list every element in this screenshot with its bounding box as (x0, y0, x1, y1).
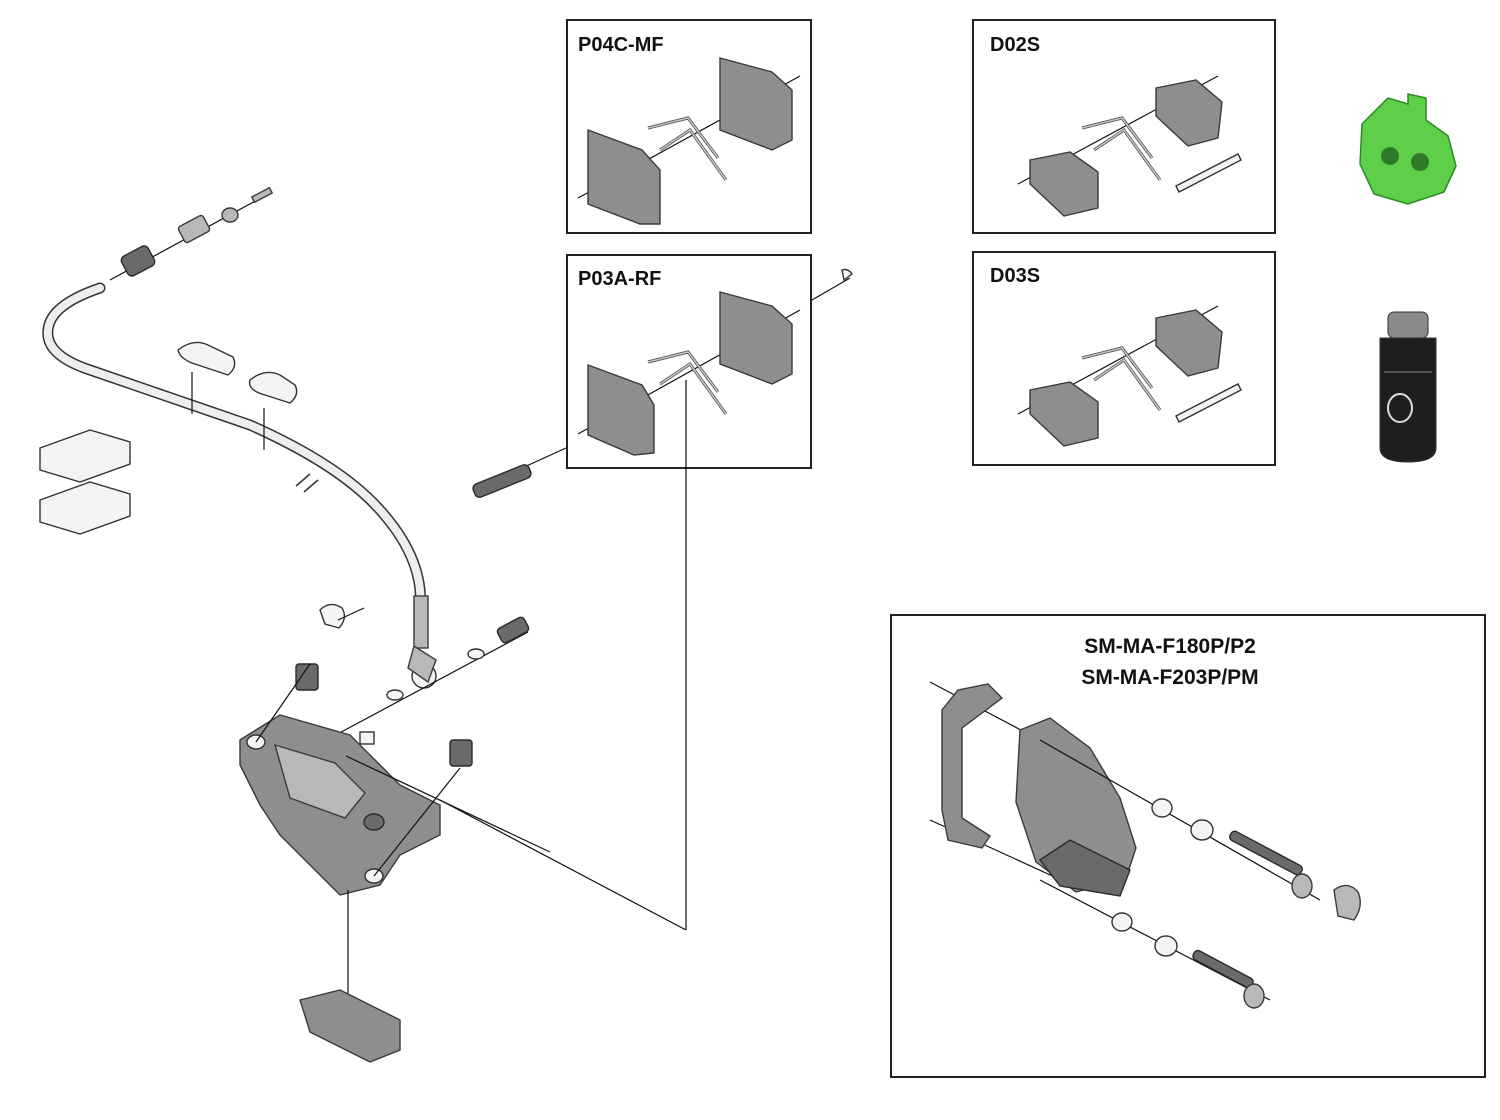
mineral-oil-bottle (1379, 311, 1437, 463)
pad-retainer-plate (299, 890, 401, 1063)
title-d02s: D02S (990, 34, 1041, 56)
pad-set-p04c-mf (577, 57, 801, 225)
pad-set-d03s (1017, 305, 1242, 447)
banjo-fitting (329, 595, 530, 739)
title-adapter-line1: SM-MA-F180P/P2 (1084, 635, 1256, 658)
title-p03a-rf: P03A-RF (578, 268, 662, 290)
hose-fittings (109, 186, 274, 281)
box-d03s (972, 251, 1276, 466)
caliper-body (239, 714, 441, 896)
box-d02s (972, 19, 1276, 234)
title-d03s: D03S (990, 265, 1041, 287)
mount-adapter-assembly (929, 681, 1361, 1009)
box-p04c-mf (566, 19, 812, 234)
title-p04c-mf: P04C-MF (578, 34, 664, 56)
leader-lines (345, 268, 853, 931)
box-mount-adapter (890, 614, 1486, 1078)
pad-set-p03a-rf (577, 291, 801, 456)
pad-spacer-blocks (39, 429, 131, 535)
bleed-block-green (1359, 93, 1457, 205)
caliper-bolts (255, 603, 473, 877)
hose-clips (177, 341, 298, 450)
title-adapter: SM-MA-F180P/P2 SM-MA-F203P/PM (1020, 631, 1320, 693)
box-p03a-rf (566, 254, 812, 469)
pad-set-d02s (1017, 75, 1242, 217)
title-adapter-line2: SM-MA-F203P/PM (1081, 666, 1259, 689)
brake-hose (42, 282, 426, 616)
